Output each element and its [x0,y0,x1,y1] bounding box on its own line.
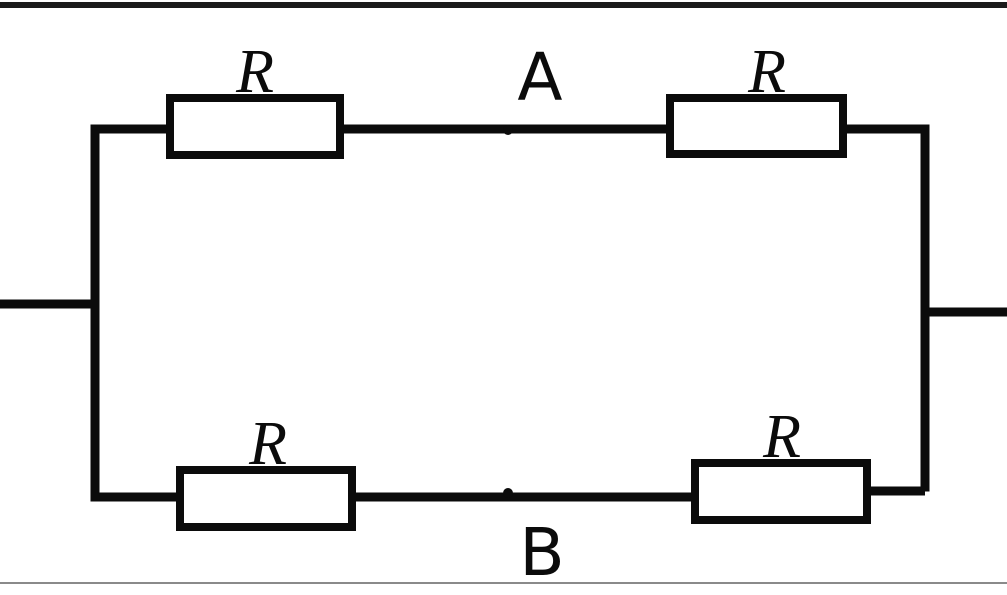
resistor-label: R [747,38,786,106]
resistor-group: R R R R [166,38,871,531]
resistor-bottom-left: R [176,410,356,531]
resistor-body [166,94,344,159]
resistor-top-left: R [166,38,344,159]
junction-node-a: A [503,39,563,135]
node-label-a: A [517,39,562,116]
resistor-label: R [248,410,287,478]
resistor-body [666,94,847,158]
resistor-body [691,459,871,524]
resistor-body [176,466,356,531]
resistor-label: R [235,38,274,106]
resistor-bottom-right: R [691,403,871,524]
node-group: A B [503,39,565,591]
junction-node-b: B [503,488,565,591]
wire-group [0,124,1007,502]
node-dot [503,125,513,135]
node-dot [503,488,513,498]
node-label-b: B [519,514,564,591]
resistor-label: R [762,403,801,471]
resistor-top-right: R [666,38,847,158]
